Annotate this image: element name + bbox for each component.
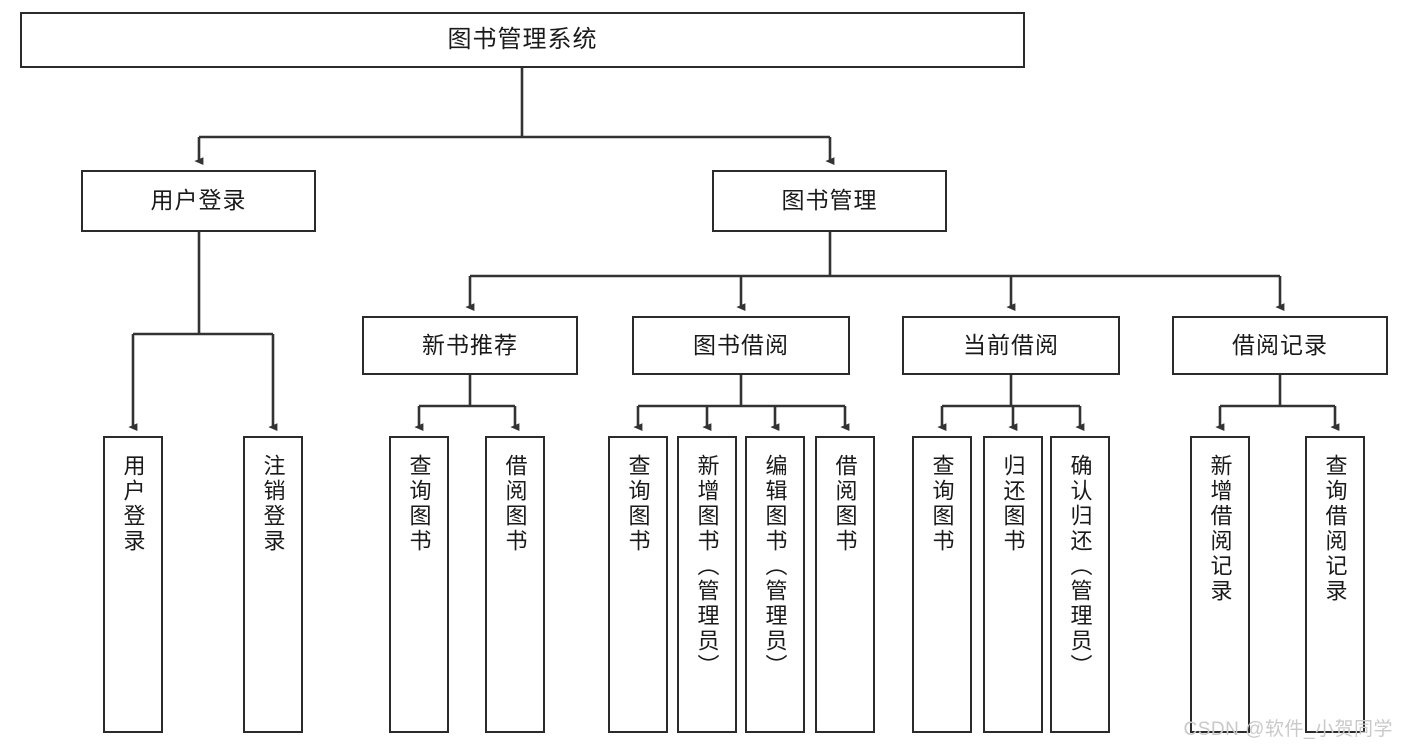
leaf-label: 查询图书 [929,454,955,554]
leaf-query-books-recommend[interactable]: 查询图书 [389,436,449,733]
node-label: 当前借阅 [963,331,1059,358]
node-book-management[interactable]: 图书管理 [712,170,947,232]
node-user-login[interactable]: 用户登录 [81,170,316,232]
leaf-borrow-books-recommend[interactable]: 借阅图书 [485,436,545,733]
leaf-borrow-books[interactable]: 借阅图书 [815,436,875,733]
leaf-edit-book-admin[interactable]: 编辑图书（管理员） [745,436,805,733]
leaf-label: 查询图书 [406,454,432,554]
node-root-label: 图书管理系统 [447,25,598,53]
leaf-label: 借阅图书 [502,454,528,554]
leaf-query-borrow-record[interactable]: 查询借阅记录 [1305,436,1365,733]
leaf-label: 归还图书 [1000,454,1026,554]
leaf-label: 用户登录 [120,454,146,554]
leaf-label: 注销登录 [260,454,286,554]
node-book-borrowing[interactable]: 图书借阅 [632,316,850,375]
leaf-label: 编辑图书（管理员） [762,454,788,679]
leaf-confirm-return-admin[interactable]: 确认归还（管理员） [1050,436,1110,733]
leaf-label: 新增借阅记录 [1207,454,1233,604]
node-root-system[interactable]: 图书管理系统 [20,12,1025,68]
node-current-borrowing[interactable]: 当前借阅 [902,316,1120,375]
watermark-text: CSDN @软件_小贺同学 [1183,719,1393,740]
leaf-add-borrow-record[interactable]: 新增借阅记录 [1190,436,1250,733]
leaf-label: 借阅图书 [832,454,858,554]
node-label: 用户登录 [150,187,247,214]
leaf-label: 新增图书（管理员） [694,454,720,679]
leaf-logout[interactable]: 注销登录 [243,436,303,733]
node-borrow-records[interactable]: 借阅记录 [1172,316,1388,375]
node-new-book-recommendation[interactable]: 新书推荐 [362,316,578,375]
leaf-label: 确认归还（管理员） [1067,454,1093,679]
leaf-user-login[interactable]: 用户登录 [103,436,163,733]
node-label: 新书推荐 [422,331,518,358]
leaf-query-books-borrowing[interactable]: 查询图书 [608,436,668,733]
leaf-query-books-current[interactable]: 查询图书 [912,436,972,733]
leaf-return-books[interactable]: 归还图书 [983,436,1043,733]
leaf-label: 查询图书 [625,454,651,554]
node-label: 借阅记录 [1232,331,1328,358]
leaf-add-book-admin[interactable]: 新增图书（管理员） [677,436,737,733]
leaf-label: 查询借阅记录 [1322,454,1348,604]
node-label: 图书借阅 [693,331,789,358]
node-label: 图书管理 [781,187,878,214]
